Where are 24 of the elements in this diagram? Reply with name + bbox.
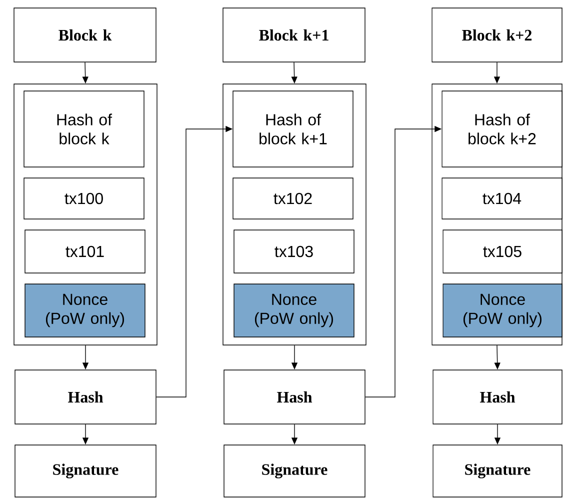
field-box: Hash of block k <box>24 90 144 168</box>
field-box: tx100 <box>24 178 144 220</box>
block-box: Signature <box>14 444 156 498</box>
field-box: tx105 <box>442 230 562 274</box>
block-box: Hash <box>432 370 562 424</box>
nonce-box: Nonce (PoW only) <box>24 284 146 338</box>
block-frame <box>222 84 366 346</box>
block-box: Block k <box>14 8 156 62</box>
block-frame <box>432 84 562 346</box>
field-box: Hash of block k+1 <box>232 90 354 168</box>
field-box: tx101 <box>24 230 146 274</box>
nonce-box: Nonce (PoW only) <box>442 284 562 338</box>
block-frame <box>14 84 158 346</box>
block-box: Signature <box>224 444 366 498</box>
block-box: Block k+1 <box>222 8 366 62</box>
field-box: tx104 <box>442 178 562 220</box>
field-box: tx103 <box>234 230 354 274</box>
block-box: Signature <box>432 444 562 498</box>
block-box: Hash <box>224 370 366 424</box>
field-box: tx102 <box>232 178 354 220</box>
block-box: Block k+2 <box>432 8 562 62</box>
nonce-box: Nonce (PoW only) <box>234 284 354 338</box>
block-box: Hash <box>14 370 156 424</box>
field-box: Hash of block k+2 <box>442 90 562 168</box>
